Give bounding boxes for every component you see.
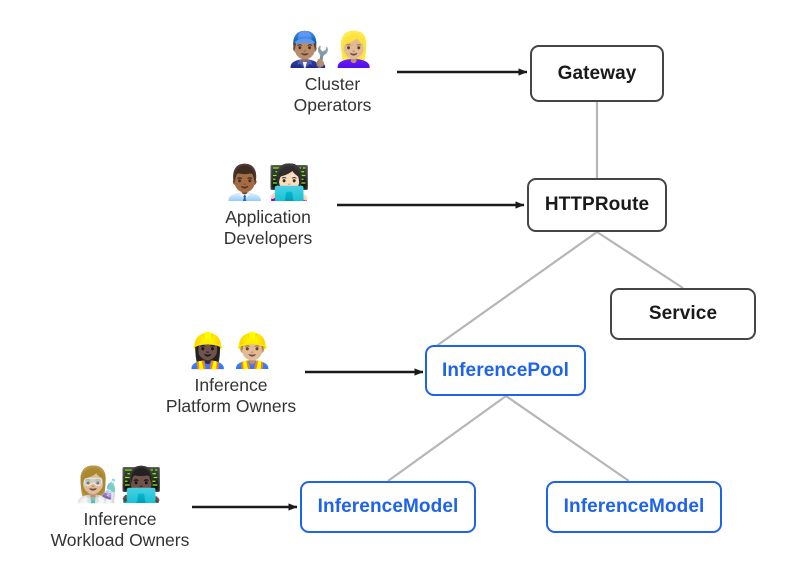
node-gateway[interactable]: Gateway [530,45,664,102]
persona-cluster-operators: 👨🏽‍🔧👱🏼‍♀️ Cluster Operators [265,30,400,116]
node-httproute[interactable]: HTTPRoute [527,178,667,232]
connector-inferencepool-inferencemodel-2 [505,395,630,482]
connector-inferencepool-inferencemodel-1 [387,395,507,482]
persona-application-developers: 👨🏾‍💼👩🏻‍💻 Application Developers [198,163,338,249]
persona-inference-workload-owners: 👩🏼‍🔬👨🏿‍💻 Inference Workload Owners [45,465,195,551]
persona-label-inference-platform-owners: Inference Platform Owners [165,375,297,416]
construction-worker-pair-icon: 👷🏿‍♀️👷🏼‍♂️ [186,332,276,370]
node-inferencemodel-2[interactable]: InferenceModel [546,481,722,533]
connector-httproute-service [596,231,684,289]
mechanic-pair-icon: 👨🏽‍🔧👱🏼‍♀️ [288,31,377,69]
node-service[interactable]: Service [610,288,756,340]
persona-label-cluster-operators: Cluster Operators [293,74,372,115]
connector-httproute-inferencepool [427,231,598,353]
node-inferencemodel-1[interactable]: InferenceModel [300,481,476,533]
persona-inference-platform-owners: 👷🏿‍♀️👷🏼‍♂️ Inference Platform Owners [155,331,307,417]
persona-label-inference-workload-owners: Inference Workload Owners [50,509,190,550]
office-worker-technologist-pair-icon: 👨🏾‍💼👩🏻‍💻 [223,164,313,202]
node-inferencepool[interactable]: InferencePool [425,345,586,396]
scientist-technologist-pair-icon: 👩🏼‍🔬👨🏿‍💻 [75,466,165,504]
persona-label-application-developers: Application Developers [223,207,313,248]
